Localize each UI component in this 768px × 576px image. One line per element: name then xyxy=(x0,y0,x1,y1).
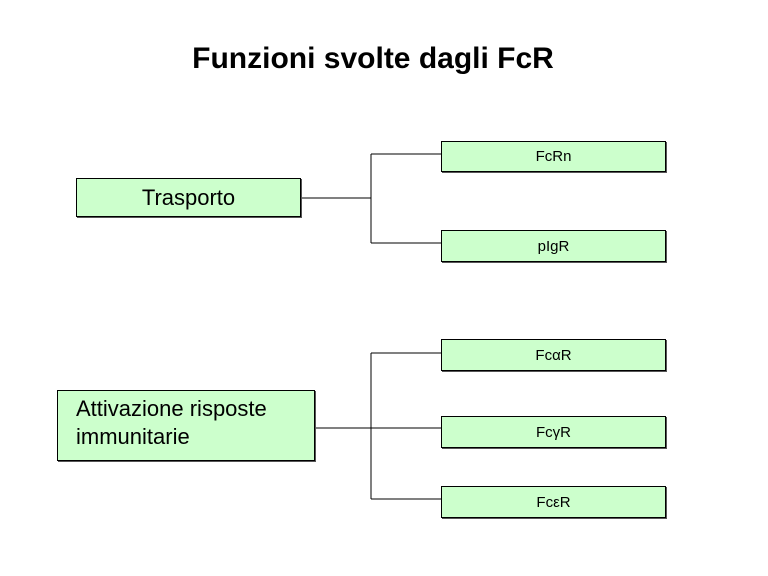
node-attivazione-risposte-immunitarie: Attivazione risposte immunitarie xyxy=(57,390,315,461)
node-attivazione-label-line1: Attivazione risposte xyxy=(76,396,267,421)
page-title: Funzioni svolte dagli FcR xyxy=(192,42,554,75)
node-fcgr: FcγR xyxy=(441,416,666,448)
node-fcrn-label: FcRn xyxy=(535,148,572,165)
node-pigr: pIgR xyxy=(441,230,666,262)
node-trasporto: Trasporto xyxy=(76,178,301,217)
node-fcrn: FcRn xyxy=(441,141,666,172)
node-trasporto-label: Trasporto xyxy=(141,184,236,210)
node-attivazione-label-line2: immunitarie xyxy=(76,424,190,449)
node-fcgr-label: FcγR xyxy=(536,423,571,441)
node-pigr-label: pIgR xyxy=(537,237,570,255)
node-fcer: FcεR xyxy=(441,486,666,518)
node-fcer-label: FcεR xyxy=(536,493,571,511)
node-fcar: FcαR xyxy=(441,339,666,371)
node-fcar-label: FcαR xyxy=(535,346,572,364)
